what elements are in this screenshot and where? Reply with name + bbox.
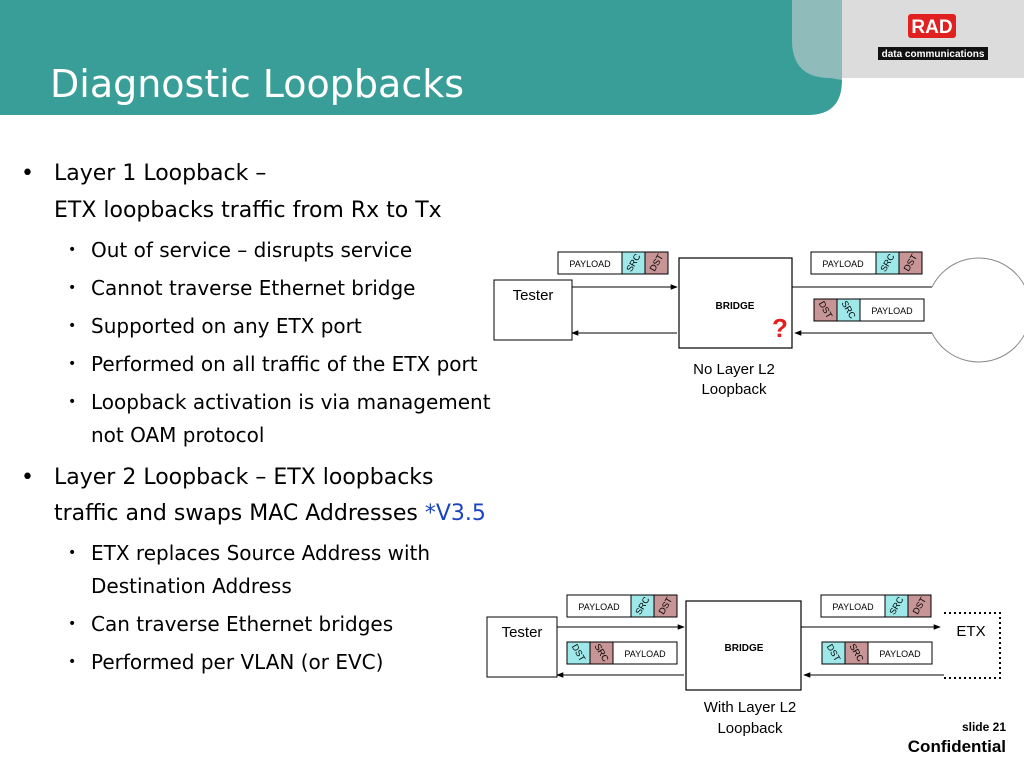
frame-return-left: PAYLOAD DST SRC	[566, 641, 678, 665]
bullet-dot: •	[21, 161, 34, 186]
sub-bullet-dot: •	[68, 616, 77, 632]
sub-bullet-dot: •	[68, 356, 77, 372]
l2-heading: Layer 2 Loopback – ETX loopbacks	[54, 465, 434, 490]
l2-sub-item: Can traverse Ethernet bridges	[91, 612, 394, 636]
bullet-dot: •	[21, 465, 34, 490]
payload-label: PAYLOAD	[871, 306, 913, 316]
frame-outbound-right: PAYLOAD SRC DST	[810, 251, 923, 275]
l2-sub-item: Performed per VLAN (or EVC)	[91, 650, 384, 674]
l1-sub-item: Loopback activation is via management	[91, 390, 491, 414]
l1-sub-item: Supported on any ETX port	[91, 314, 362, 338]
frame-return-right: PAYLOAD DST SRC	[821, 641, 933, 665]
bridge-label: BRIDGE	[716, 301, 755, 312]
l2-sub-item-cont: Destination Address	[91, 574, 292, 598]
payload-label: PAYLOAD	[832, 602, 874, 612]
slide-number: slide 21	[961, 720, 1006, 734]
l1-sub-item: Cannot traverse Ethernet bridge	[91, 276, 416, 300]
caption-line2: Loopback	[717, 720, 783, 737]
tester-box	[493, 279, 573, 341]
bridge-label: BRIDGE	[725, 643, 764, 654]
bridge-box	[685, 600, 802, 691]
sub-bullet-dot: •	[68, 318, 77, 334]
tester-label: Tester	[502, 624, 543, 641]
payload-label: PAYLOAD	[578, 602, 620, 612]
slide-title: Diagnostic Loopbacks	[50, 62, 465, 106]
l2-heading-text: traffic and swaps MAC Addresses	[54, 501, 418, 526]
bridge-box	[678, 257, 793, 349]
rad-logo: RAD data communications	[878, 14, 988, 60]
l2-heading-cont: traffic and swaps MAC Addresses *V3.5	[54, 495, 486, 532]
l1-sub-item-cont: not OAM protocol	[91, 423, 265, 447]
caption-line1: With Layer L2	[704, 699, 797, 716]
confidential-label: Confidential	[907, 737, 1006, 756]
frame-outbound-left: PAYLOAD SRC DST	[566, 594, 678, 618]
etx-label: ETX	[956, 623, 985, 640]
payload-label: PAYLOAD	[624, 649, 666, 659]
frame-outbound-right: PAYLOAD SRC DST	[820, 594, 932, 618]
frame-return-right: PAYLOAD DST SRC	[813, 298, 925, 322]
caption-line2: Loopback	[701, 381, 767, 398]
payload-label: PAYLOAD	[822, 259, 864, 269]
caption-line1: No Layer L2	[693, 361, 775, 378]
tester-box	[486, 616, 558, 678]
header-banner	[0, 0, 1024, 115]
question-mark: ?	[772, 313, 788, 343]
sub-bullet-dot: •	[68, 242, 77, 258]
l2-sub-item: ETX replaces Source Address with	[91, 541, 431, 565]
tester-label: Tester	[513, 287, 554, 304]
sub-bullet-dot: •	[68, 394, 77, 410]
logo-brand: RAD	[911, 17, 952, 38]
diagram-l2: Tester BRIDGE PAYLOAD SRC DST PAYLOAD DS…	[486, 594, 1001, 737]
payload-label: PAYLOAD	[569, 259, 611, 269]
l1-heading: Layer 1 Loopback –	[54, 161, 267, 186]
diagram-l1: Tester BRIDGE ? PAYLOAD SRC DST PAYLOAD …	[493, 251, 1024, 398]
l1-sub-item: Performed on all traffic of the ETX port	[91, 352, 478, 376]
frame-outbound-left: PAYLOAD SRC DST	[557, 251, 669, 275]
sub-bullet-dot: •	[68, 654, 77, 670]
l1-sub-item: Out of service – disrupts service	[91, 238, 413, 262]
version-tag: *V3.5	[424, 501, 486, 526]
logo-tagline: data communications	[882, 49, 985, 60]
loop-circle	[931, 257, 1024, 363]
sub-bullet-dot: •	[68, 545, 77, 561]
l1-heading-cont: ETX loopbacks traffic from Rx to Tx	[54, 198, 442, 223]
payload-label: PAYLOAD	[879, 649, 921, 659]
sub-bullet-dot: •	[68, 280, 77, 296]
